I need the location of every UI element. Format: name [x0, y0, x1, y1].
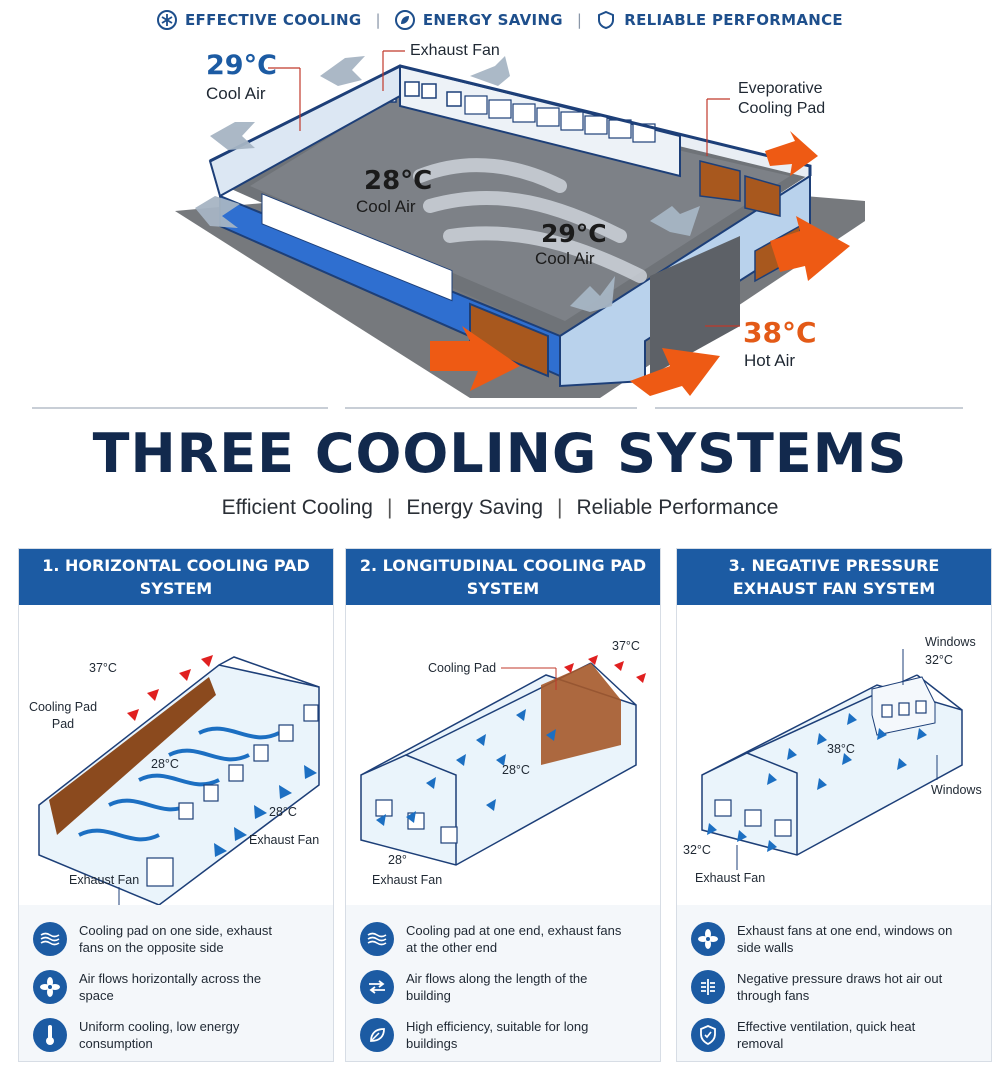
list-item-text: Negative pressure draws hot air out thro… — [737, 971, 943, 1003]
inside-temp-label: 28°C — [502, 763, 530, 777]
cooling-pad-label: Cooling Pad Pad — [28, 700, 98, 731]
panel-horizontal-system: 1. HORIZONTAL COOLING PAD SYSTEM — [18, 548, 334, 1062]
hero-temp-right-inner-label: Cool Air — [535, 249, 595, 268]
feature-label: RELIABLE PERFORMANCE — [624, 11, 843, 29]
longitudinal-system-diagram: 37°C Cooling Pad 28°C 28° Exhaust Fan — [346, 605, 660, 905]
waves-icon — [33, 922, 67, 956]
outlet-temp-label: 28° — [388, 853, 407, 867]
list-item: Air flows horizontally across the space — [33, 963, 321, 1011]
exhaust-fan-label: Exhaust Fan — [695, 871, 766, 885]
hero-temp-center: 28°C — [364, 166, 433, 196]
list-item-text: Effective ventilation, quick heat remova… — [737, 1019, 916, 1051]
hero-evaporative-pad-label: Eveporative Cooling Pad — [738, 80, 826, 117]
panel-title: 3. NEGATIVE PRESSURE EXHAUST FAN SYSTEM — [677, 549, 991, 605]
panel-title: 1. HORIZONTAL COOLING PAD SYSTEM — [19, 549, 333, 605]
pressure-icon — [691, 970, 725, 1004]
page-title: THREE COOLING SYSTEMS — [92, 422, 908, 485]
hero-temp-right-inner: 29°C — [541, 219, 607, 248]
shield-icon — [598, 10, 615, 30]
divider-right — [655, 407, 963, 409]
list-item-text: High efficiency, suitable for long build… — [406, 1019, 589, 1051]
feature-bar: EFFECTIVE COOLING | ENERGY SAVING | RELI… — [0, 8, 1000, 32]
fan-icon — [691, 922, 725, 956]
windows-top-label: Windows — [925, 635, 976, 649]
panel-title: 2. LONGITUDINAL COOLING PAD SYSTEM — [346, 549, 660, 605]
panel-longitudinal-system: 2. LONGITUDINAL COOLING PAD SYSTEM — [345, 548, 661, 1062]
exhaust-fan-label: Exhaust Fan — [372, 873, 443, 887]
list-item-text: Cooling pad at one end, exhaust fans at … — [406, 923, 622, 955]
outside-temp-label: 37°C — [612, 639, 640, 653]
exhaust-fan-label: Exhaust Fan — [69, 873, 140, 887]
hero-temp-left-label: Cool Air — [206, 84, 266, 103]
thermometer-icon — [33, 1018, 67, 1052]
hero-greenhouse-illustration: 29°C Cool Air Exhaust Fan Eveporative Co… — [0, 36, 1000, 406]
subtitle-item: Reliable Performance — [576, 496, 779, 519]
hero-temp-center-label: Cool Air — [356, 197, 416, 216]
feature-list: Cooling pad on one side, exhaust fans on… — [19, 905, 333, 1059]
fan-icon — [33, 970, 67, 1004]
list-item-text: Air flows along the length of the buildi… — [406, 971, 588, 1003]
windows-temp-label: 32°C — [925, 653, 953, 667]
feature-list: Cooling pad at one end, exhaust fans at … — [346, 905, 660, 1059]
list-item-text: Cooling pad on one side, exhaust fans on… — [79, 923, 272, 955]
feature-label: EFFECTIVE COOLING — [185, 11, 362, 29]
list-item-text: Exhaust fans at one end, windows on side… — [737, 923, 953, 955]
arrows-icon — [360, 970, 394, 1004]
subtitle-item: Efficient Cooling — [221, 496, 373, 519]
hero-temp-left: 29°C — [206, 50, 277, 81]
leaf-icon — [360, 1018, 394, 1052]
hero-temp-hot: 38°C — [743, 316, 817, 349]
negative-pressure-system-diagram: Windows 32°C 38°C Windows 32°C Exhaust F… — [677, 605, 991, 905]
greenhouse-3d-diagram — [175, 50, 865, 398]
subtitle-item: Energy Saving — [406, 496, 544, 519]
windows-side-label: Windows — [931, 783, 982, 797]
list-item: High efficiency, suitable for long build… — [360, 1011, 648, 1059]
leaf-icon — [394, 10, 415, 30]
list-item: Cooling pad on one side, exhaust fans on… — [33, 915, 321, 963]
list-item-text: Air flows horizontally across the space — [79, 971, 262, 1003]
cooling-pad-label: Cooling Pad — [428, 661, 497, 675]
page-subtitle: Efficient Cooling|Energy Saving|Reliable… — [221, 496, 779, 519]
feature-reliable-performance: RELIABLE PERFORMANCE — [596, 10, 843, 30]
waves-icon — [360, 922, 394, 956]
feature-list: Exhaust fans at one end, windows on side… — [677, 905, 991, 1059]
hero-exhaust-fan-label: Exhaust Fan — [410, 42, 500, 59]
list-item: Cooling pad at one end, exhaust fans at … — [360, 915, 648, 963]
feature-label: ENERGY SAVING — [422, 11, 563, 29]
list-item: Effective ventilation, quick heat remova… — [691, 1011, 979, 1059]
shield-icon — [691, 1018, 725, 1052]
outside-temp-label: 37°C — [89, 661, 117, 675]
list-item: Negative pressure draws hot air out thro… — [691, 963, 979, 1011]
exhaust-fan-label: Exhaust Fan — [249, 833, 320, 847]
inside-temp-label: 28°C — [151, 757, 179, 771]
divider-left — [32, 407, 328, 409]
outlet-temp-label: 32°C — [683, 843, 711, 857]
outlet-temp-label: 28°C — [269, 805, 297, 819]
list-item: Uniform cooling, low energy consumption — [33, 1011, 321, 1059]
list-item: Air flows along the length of the buildi… — [360, 963, 648, 1011]
horizontal-system-diagram: 37°C Cooling Pad Pad 28°C 28°C Exhaust F… — [19, 605, 333, 905]
panel-negative-pressure-system: 3. NEGATIVE PRESSURE EXHAUST FAN SYSTEM — [676, 548, 992, 1062]
inside-temp-label: 38°C — [827, 742, 855, 756]
snowflake-icon — [157, 10, 178, 30]
list-item-text: Uniform cooling, low energy consumption — [79, 1019, 240, 1051]
feature-effective-cooling: EFFECTIVE COOLING — [157, 10, 362, 30]
hero-temp-hot-label: Hot Air — [744, 351, 796, 370]
divider-center — [345, 407, 637, 409]
feature-energy-saving: ENERGY SAVING — [394, 10, 563, 30]
list-item: Exhaust fans at one end, windows on side… — [691, 915, 979, 963]
